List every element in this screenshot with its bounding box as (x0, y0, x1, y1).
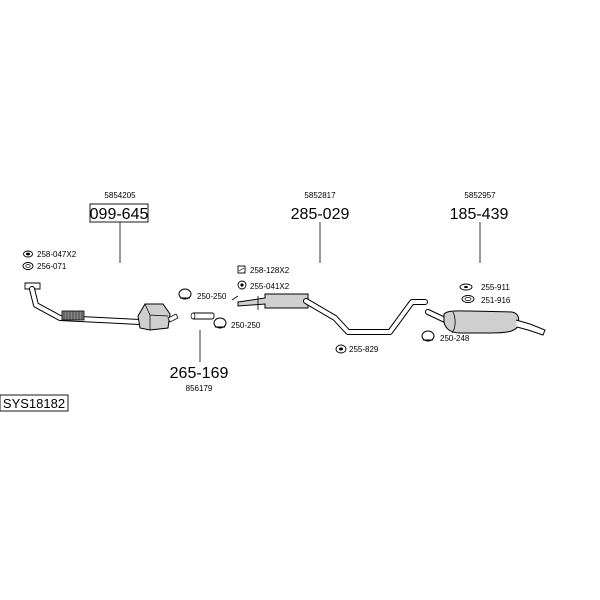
part-label: 250-250 (197, 292, 227, 301)
gasket-ring-icon (461, 295, 475, 303)
assembly-code: 185-439 (450, 206, 509, 223)
assembly-ref-label: 5852957 (464, 191, 496, 200)
rear-silencer-drawing (425, 309, 546, 336)
nut-icon (237, 280, 247, 290)
part-label: 250-248 (440, 334, 470, 343)
assembly-ref-label: 856179 (186, 384, 213, 393)
clamp-icon (178, 288, 192, 300)
part-label: 255-829 (349, 345, 379, 354)
part-label: 251-916 (481, 296, 511, 305)
diagram-id-box (0, 394, 69, 412)
part-label: 255-041X2 (250, 282, 290, 291)
rubber-hanger-icon (335, 344, 347, 354)
part-label: 258-047X2 (37, 250, 77, 259)
assembly-code: 099-645 (90, 206, 149, 223)
part-label: 256-071 (37, 262, 67, 271)
connector-pipe-drawing (190, 312, 215, 320)
assembly-ref-label: 5854205 (104, 191, 136, 200)
assembly-ref-label: 5852817 (304, 191, 336, 200)
rubber-hanger-icon (459, 283, 473, 291)
part-label: 258-128X2 (250, 266, 290, 275)
part-label: 250-250 (231, 321, 261, 330)
assembly-code: 265-169 (170, 365, 229, 382)
gasket-ring-icon (22, 262, 34, 270)
assembly-code: 285-029 (291, 206, 350, 223)
part-label: 255-911 (481, 283, 510, 292)
front-pipe-catalyst-drawing (24, 282, 179, 331)
bolt-icon (237, 265, 246, 274)
gasket-icon (23, 250, 33, 258)
diagram-id: SYS18182 (3, 396, 65, 411)
clamp-icon (421, 330, 435, 342)
assembly-code-box (89, 203, 149, 223)
clamp-icon (213, 317, 227, 329)
centre-silencer-drawing (231, 293, 428, 335)
